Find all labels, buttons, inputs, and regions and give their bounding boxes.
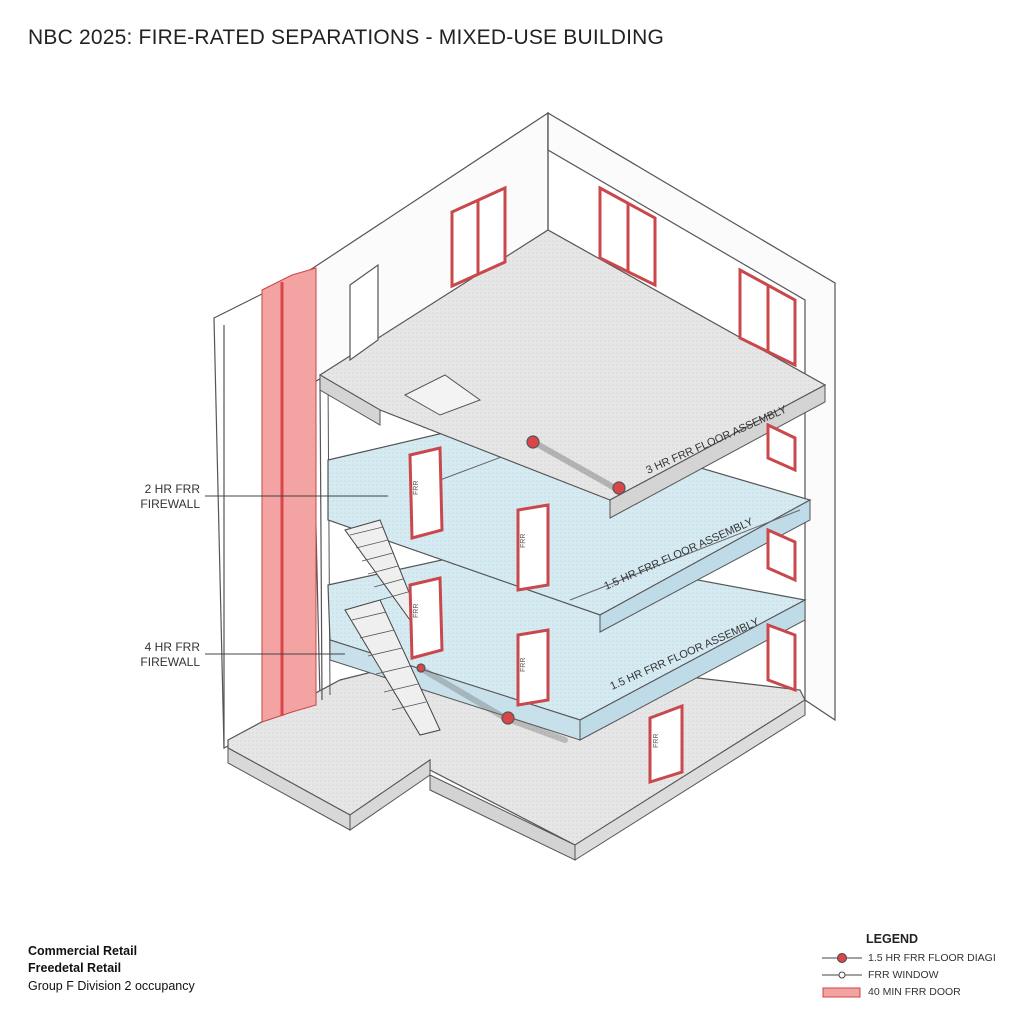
frr-windows [450, 185, 797, 693]
occupancy-line-2: Freedetal Retail [28, 961, 122, 975]
door-label: FRR [413, 481, 420, 495]
door-label: FRR [520, 658, 527, 672]
upper-door [349, 263, 379, 362]
page-title: NBC 2025: FIRE-RATED SEPARATIONS - MIXED… [28, 26, 665, 49]
legend: LEGEND 1.5 HR FRR FLOOR DIAGI FRR WINDOW… [822, 932, 1018, 1000]
legend-title: LEGEND [866, 932, 919, 946]
door-swatch-icon [822, 987, 861, 997]
door-label: FRR [653, 734, 660, 748]
occupancy-line-1: Commercial Retail [28, 944, 138, 958]
window-icon [822, 971, 862, 978]
legend-item-door: 40 MIN FRR DOOR [822, 983, 1018, 1000]
occupancy-line-3: Group F Division 2 occupancy [28, 979, 195, 993]
staircase [344, 519, 441, 736]
frr-doors [408, 446, 684, 785]
callout-upper: 2 HR FRR FIREWALL [140, 482, 200, 511]
damper-icon [822, 952, 862, 963]
door-label: FRR [413, 604, 420, 618]
callout-lower: 4 HR FRR FIREWALL [140, 640, 200, 669]
legend-item-window: FRR WINDOW [822, 966, 1018, 983]
legend-item-damper: 1.5 HR FRR FLOOR DIAGI [822, 949, 1018, 966]
firewall [261, 267, 317, 723]
door-label: FRR [520, 534, 527, 548]
fire-dampers [416, 435, 626, 725]
